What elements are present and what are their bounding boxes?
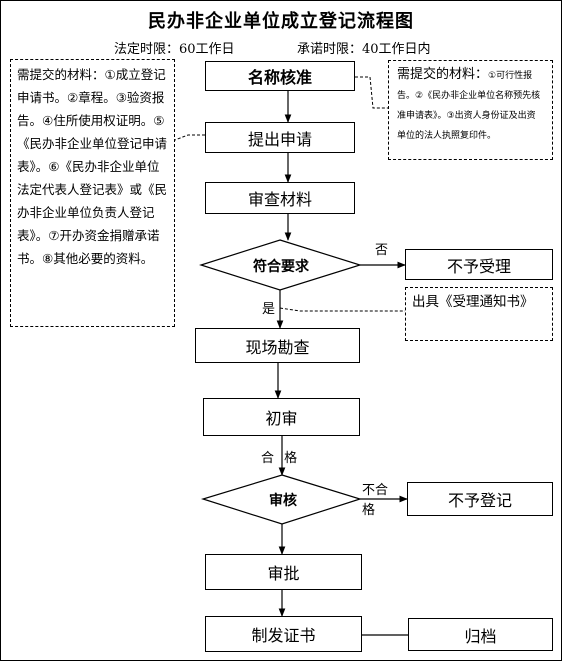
step-approval: 审批 [205,554,362,590]
step-name-approval: 名称核准 [205,61,355,91]
step-site-inspection: 现场勘查 [195,328,360,363]
step-no-registration: 不予登记 [407,482,553,516]
materials-note-right-body: ①可行性报告。②《民办非企业单位名称预先核准申请表》。③出资人身份证及出资单位的… [397,71,541,141]
step-submit-application: 提出申请 [205,122,355,153]
decision-audit [200,474,363,525]
step-initial-review: 初审 [203,398,360,436]
materials-note-left: 需提交的材料：①成立登记申请书。②章程。③验资报告。④住所使用权证明。⑤《民办非… [10,59,175,327]
step-reject: 不予受理 [405,249,553,280]
statutory-time-limit: 法定时限：60工作日 [114,42,235,57]
page-title: 民办非企业单位成立登记流程图 [148,11,414,32]
branch-label-qualified: 合 格 [261,451,298,466]
step-archive: 归档 [408,618,553,651]
acceptance-notice-note: 出具《受理通知书》 [405,287,553,341]
decision-meets-requirements [199,239,363,291]
decision-meets-requirements-label: 符合要求 [253,259,309,275]
step-issue-certificate: 制发证书 [205,616,362,652]
branch-label-yes: 是 [262,302,276,317]
decision-audit-label: 审核 [269,493,297,509]
materials-note-right: 需提交的材料：①可行性报告。②《民办非企业单位名称预先核准申请表》。③出资人身份… [388,60,553,160]
branch-label-no: 否 [375,243,389,258]
step-review-materials: 审查材料 [205,182,355,214]
promised-time-limit: 承诺时限：40工作日内 [297,42,431,57]
branch-label-unqualified: 不合 格 [362,483,389,518]
materials-note-right-heading: 需提交的材料： [397,67,489,82]
